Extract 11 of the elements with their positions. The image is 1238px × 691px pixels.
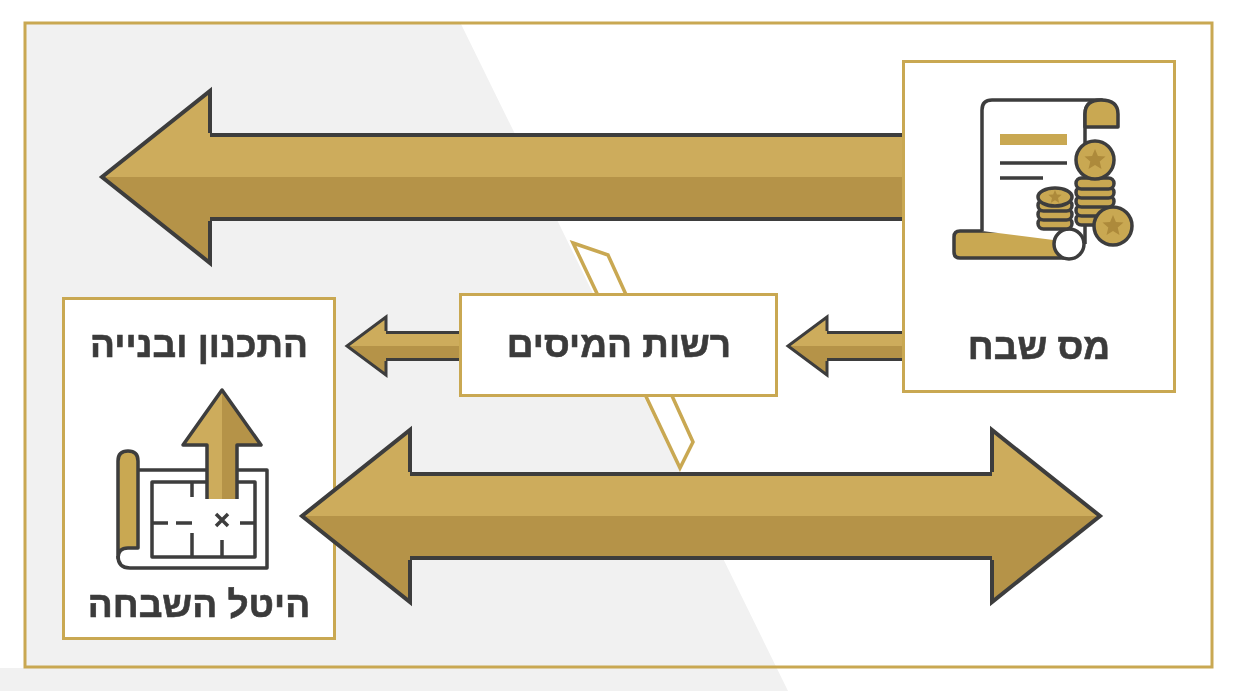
block-arrow <box>100 89 902 265</box>
info-box <box>459 293 778 397</box>
node-heading: התכנון ובנייה <box>90 323 308 367</box>
node-label: היטל השבחה <box>87 583 311 627</box>
info-box <box>62 297 336 640</box>
block-arrow <box>300 428 1102 604</box>
block-arrow <box>345 315 459 377</box>
info-box <box>902 60 1176 393</box>
block-arrow <box>786 315 902 377</box>
node-label: רשות המיסים <box>506 323 732 367</box>
node-label: מס שבח <box>967 325 1111 369</box>
